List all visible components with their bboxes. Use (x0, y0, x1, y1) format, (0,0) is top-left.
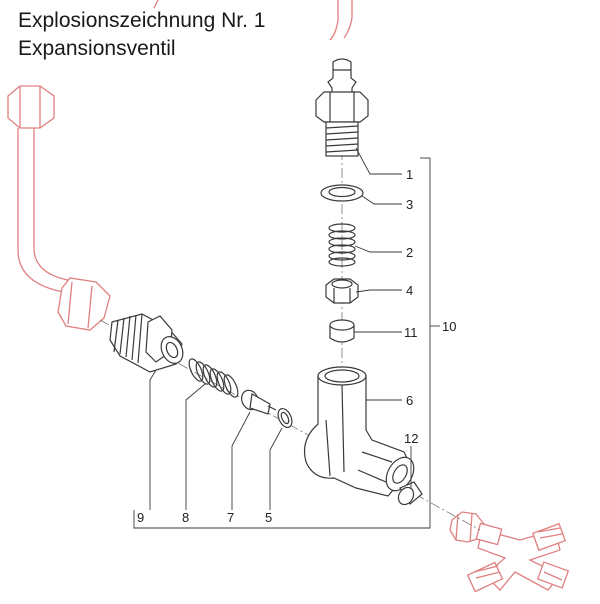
part-7-valve-pin[interactable] (239, 388, 277, 415)
callout-8: 8 (182, 510, 189, 525)
part-9-threaded-connector[interactable] (109, 313, 187, 373)
part-6-valve-body[interactable] (303, 366, 420, 497)
part-5-o-ring[interactable] (275, 406, 294, 429)
callout-7: 7 (227, 510, 234, 525)
part-1-hose-fitting[interactable] (315, 58, 369, 157)
part-3-washer[interactable] (320, 184, 364, 202)
callout-12: 12 (404, 431, 418, 446)
part-11-cap[interactable] (329, 319, 355, 343)
callout-2: 2 (406, 245, 413, 260)
context-red-pipe-left (7, 0, 353, 331)
drawing-title: Explosionszeichnung Nr. 1 (18, 9, 266, 32)
callout-4: 4 (406, 283, 413, 298)
part-12-plug[interactable] (395, 481, 423, 507)
axis-centerlines (99, 60, 481, 531)
callout-9: 9 (137, 510, 144, 525)
callout-1: 1 (406, 167, 413, 182)
context-red-cross-fitting (449, 511, 570, 593)
callout-11: 11 (404, 325, 418, 340)
callout-3: 3 (406, 197, 413, 212)
callout-5: 5 (265, 510, 272, 525)
callout-10: 10 (442, 319, 456, 334)
callout-6: 6 (406, 393, 413, 408)
drawing-subtitle: Expansionsventil (18, 37, 176, 60)
part-4-nut[interactable] (325, 278, 359, 304)
part-2-spring[interactable] (328, 223, 356, 267)
leader-lines (133, 147, 440, 529)
part-8-spring[interactable] (186, 357, 240, 399)
